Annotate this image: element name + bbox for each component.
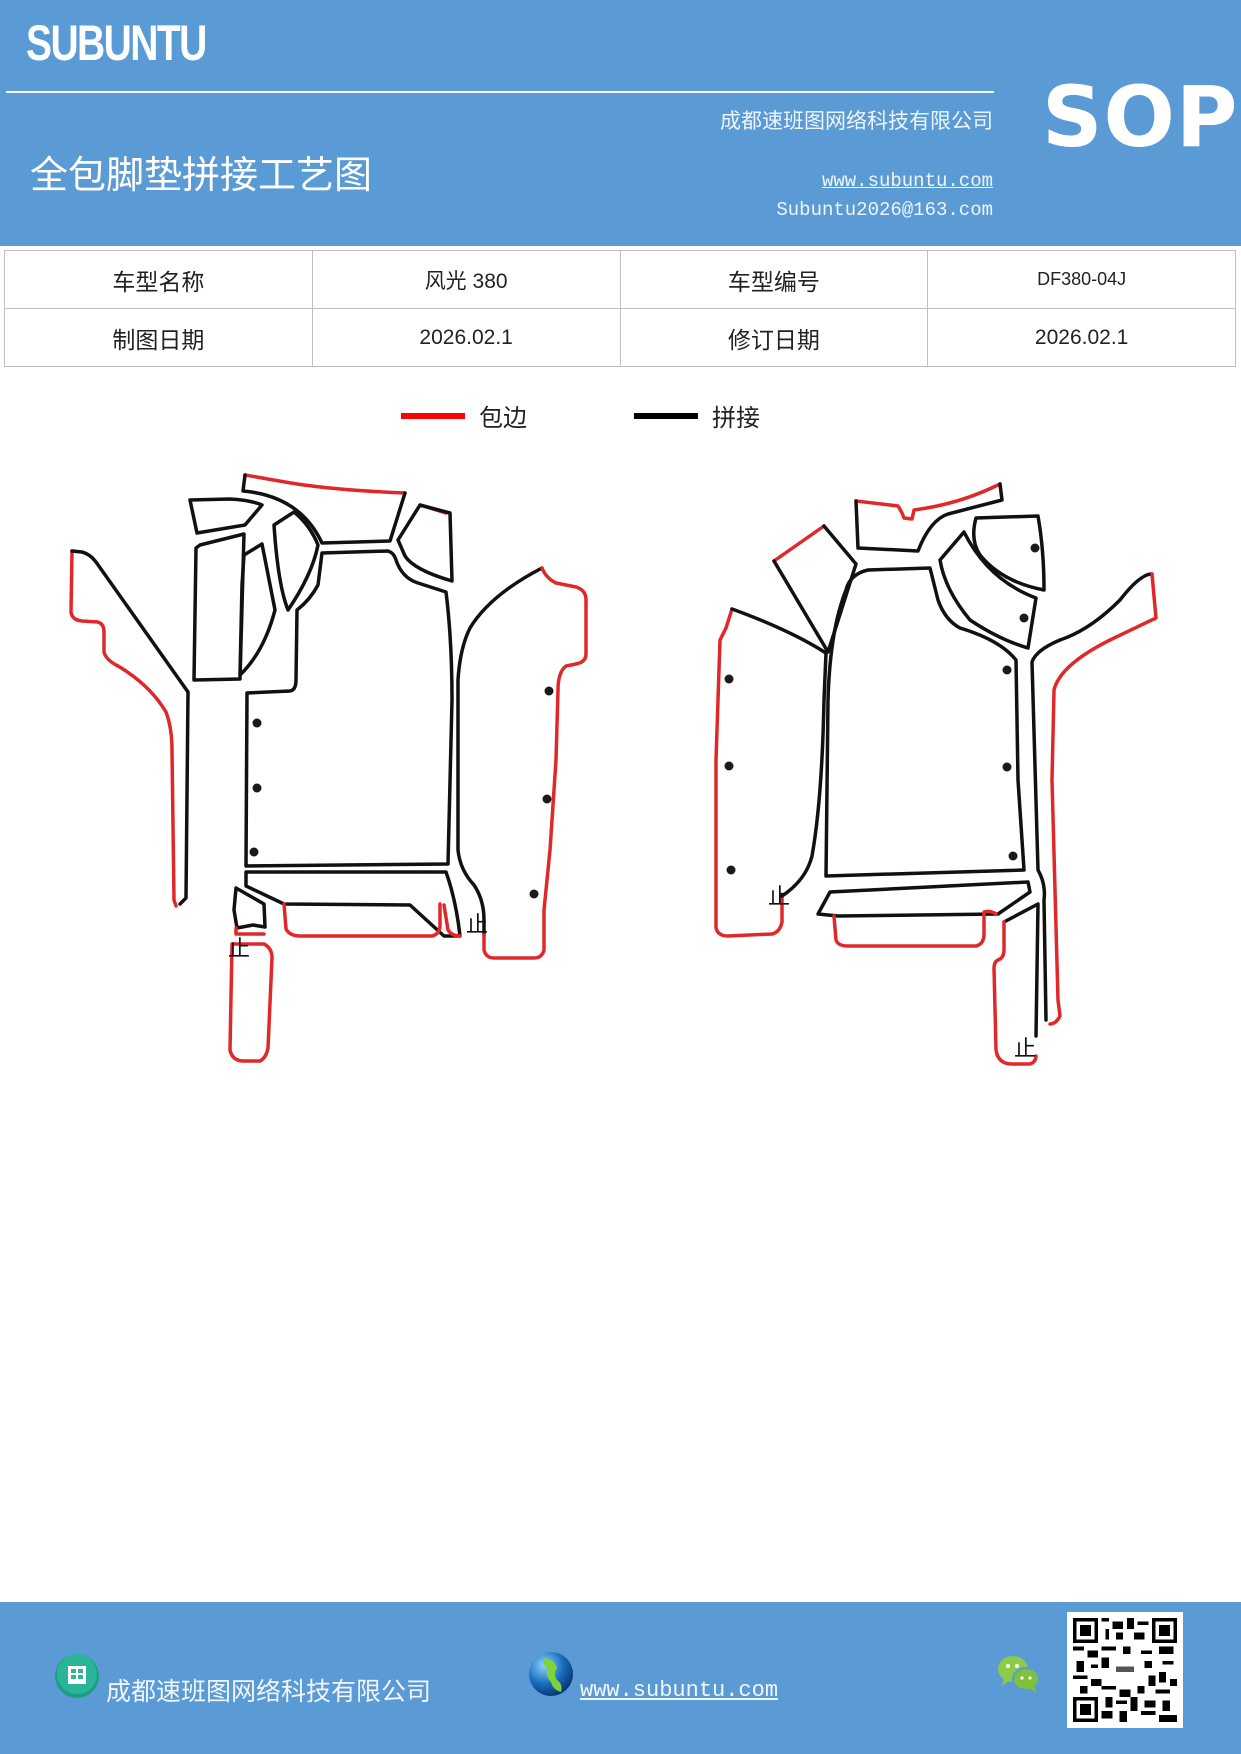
legend-label: 拼接: [712, 404, 760, 432]
header-website-link[interactable]: www.subuntu.com: [821, 170, 993, 192]
stop-mark: 止: [1014, 1037, 1036, 1062]
value-revision-date: 2026.02.1: [927, 308, 1236, 367]
wechat-icon: [998, 1656, 1040, 1693]
footer-banner: 成都速班图网络科技有限公司 www.subuntu.com: [0, 1602, 1241, 1754]
label-model-name: 车型名称: [4, 250, 313, 309]
header-email: Subuntu2026@163.com: [776, 199, 993, 221]
stop-mark: 止: [466, 913, 488, 938]
red-line-swatch-icon: [401, 412, 465, 419]
vehicle-info-table: 车型名称 风光 380 车型编号 DF380-04J 制图日期 2026.02.…: [4, 250, 1236, 367]
legend: 包边 拼接: [0, 398, 1241, 438]
page-title: 全包脚垫拼接工艺图: [30, 153, 373, 197]
header-company-name: 成都速班图网络科技有限公司: [720, 109, 993, 133]
table-row: 制图日期 2026.02.1 修订日期 2026.02.1: [4, 308, 1236, 367]
right-mat-set: 止 止: [714, 482, 1158, 1066]
black-line-swatch-icon: [634, 412, 698, 419]
footer-company-name: 成都速班图网络科技有限公司: [106, 1677, 432, 1706]
stop-mark: 止: [768, 885, 790, 910]
value-draw-date: 2026.02.1: [311, 308, 621, 367]
label-model-code: 车型编号: [619, 250, 929, 309]
left-mat-set: 止 止: [69, 473, 588, 1063]
floor-mat-diagram: .k { stroke: #111; stroke-width: 3.5; fi…: [69, 473, 1158, 1066]
qr-code-icon: [1073, 1618, 1177, 1722]
label-draw-date: 制图日期: [4, 308, 313, 367]
legend-item-seam: 拼接: [634, 398, 760, 433]
qr-code[interactable]: [1067, 1612, 1183, 1728]
header-divider: [6, 91, 994, 93]
stop-mark: 止: [228, 937, 250, 962]
label-revision-date: 修订日期: [619, 308, 929, 367]
legend-item-edging: 包边: [401, 398, 527, 433]
building-icon: [55, 1654, 99, 1698]
legend-label: 包边: [479, 404, 527, 432]
header-banner: SUBUNTU 全包脚垫拼接工艺图 成都速班图网络科技有限公司 www.subu…: [0, 0, 1241, 246]
footer-website-link[interactable]: www.subuntu.com: [580, 1678, 779, 1703]
value-model-code: DF380-04J: [927, 250, 1236, 309]
table-row: 车型名称 风光 380 车型编号 DF380-04J: [4, 250, 1236, 309]
value-model-name: 风光 380: [311, 250, 621, 309]
sop-badge: SOP: [1042, 68, 1239, 166]
brand-logo: SUBUNTU: [26, 15, 207, 71]
globe-icon: [529, 1652, 573, 1696]
